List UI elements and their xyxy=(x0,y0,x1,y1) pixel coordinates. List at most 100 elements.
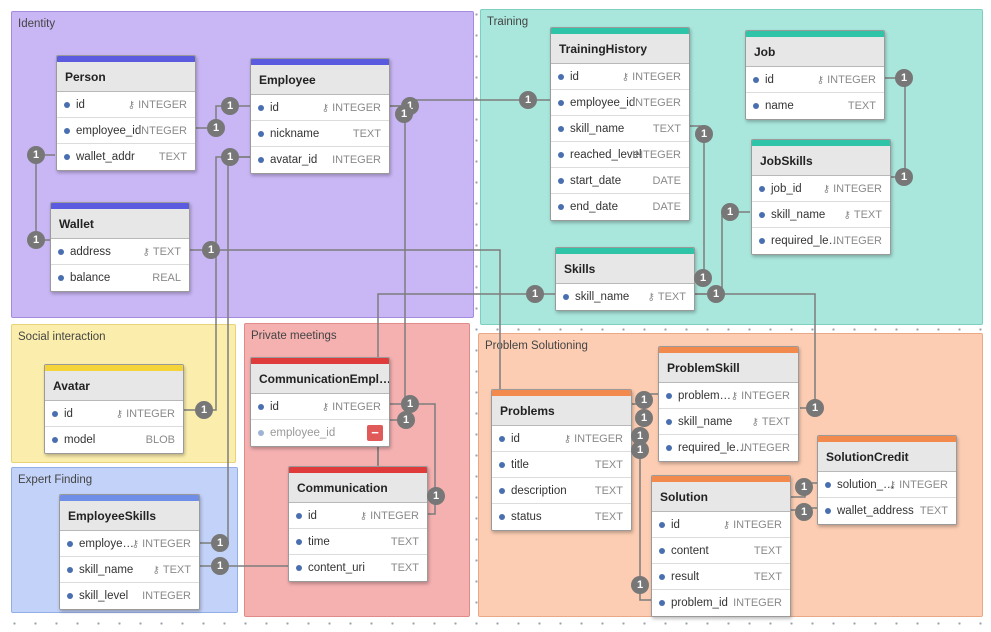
table-name[interactable]: JobSkills xyxy=(752,146,890,176)
table-name[interactable]: Avatar xyxy=(45,371,183,401)
field-row[interactable]: job_id⚷INTEGER xyxy=(752,176,890,202)
field-row[interactable]: required_le…INTEGER xyxy=(659,435,798,461)
field-row[interactable]: skill_name⚷TEXT xyxy=(659,409,798,435)
relationship-cardinality-badge[interactable]: 1 xyxy=(211,534,229,552)
field-row[interactable]: id⚷INTEGER xyxy=(652,512,790,538)
relationship-cardinality-badge[interactable]: 1 xyxy=(631,576,649,594)
relationship-cardinality-badge[interactable]: 1 xyxy=(806,399,824,417)
field-row[interactable]: skill_name⚷TEXT xyxy=(60,557,199,583)
remove-field-button[interactable]: − xyxy=(367,425,383,441)
table-name[interactable]: Employee xyxy=(251,65,389,95)
relationship-cardinality-badge[interactable]: 1 xyxy=(207,119,225,137)
field-row[interactable]: employe…⚷INTEGER xyxy=(60,531,199,557)
field-row[interactable]: id⚷INTEGER xyxy=(251,394,389,420)
relationship-cardinality-badge[interactable]: 1 xyxy=(695,125,713,143)
relationship-cardinality-badge[interactable]: 1 xyxy=(427,487,445,505)
field-row[interactable]: id⚷INTEGER xyxy=(551,64,689,90)
table-name[interactable]: Communication xyxy=(289,473,427,503)
table-name[interactable]: TrainingHistory xyxy=(551,34,689,64)
relationship-cardinality-badge[interactable]: 1 xyxy=(631,427,649,445)
table-name[interactable]: Job xyxy=(746,37,884,67)
relationship-cardinality-badge[interactable]: 1 xyxy=(694,269,712,287)
relationship-cardinality-badge[interactable]: 1 xyxy=(635,409,653,427)
relationship-cardinality-badge[interactable]: 1 xyxy=(895,168,913,186)
table-name[interactable]: SolutionCredit xyxy=(818,442,956,472)
relationship-cardinality-badge[interactable]: 1 xyxy=(395,105,413,123)
table-name[interactable]: Solution xyxy=(652,482,790,512)
field-row[interactable]: solution_…⚷INTEGER xyxy=(818,472,956,498)
field-row[interactable]: id⚷INTEGER xyxy=(45,401,183,427)
field-row[interactable]: id⚷INTEGER xyxy=(251,95,389,121)
field-row[interactable]: address⚷TEXT xyxy=(51,239,189,265)
field-row[interactable]: required_le…INTEGER xyxy=(752,228,890,254)
relationship-cardinality-badge[interactable]: 1 xyxy=(27,146,45,164)
table-name[interactable]: ProblemSkill xyxy=(659,353,798,383)
field-row[interactable]: id⚷INTEGER xyxy=(492,426,631,452)
relationship-cardinality-badge[interactable]: 1 xyxy=(721,203,739,221)
table-name[interactable]: EmployeeSkills xyxy=(60,501,199,531)
table-name[interactable]: Wallet xyxy=(51,209,189,239)
field-row[interactable]: id⚷INTEGER xyxy=(57,92,195,118)
field-row[interactable]: skill_name⚷TEXT xyxy=(752,202,890,228)
relationship-cardinality-badge[interactable]: 1 xyxy=(221,97,239,115)
relationship-cardinality-badge[interactable]: 1 xyxy=(397,411,415,429)
field-row[interactable]: id⚷INTEGER xyxy=(746,67,884,93)
relationship-cardinality-badge[interactable]: 1 xyxy=(401,395,419,413)
relationship-cardinality-badge[interactable]: 1 xyxy=(519,91,537,109)
relationship-cardinality-badge[interactable]: 1 xyxy=(795,503,813,521)
table-name[interactable]: Problems xyxy=(492,396,631,426)
relationship-cardinality-badge[interactable]: 1 xyxy=(195,401,213,419)
table-name[interactable]: CommunicationEmpl… xyxy=(251,364,389,394)
relationship-cardinality-badge[interactable]: 1 xyxy=(211,557,229,575)
relationship-cardinality-badge[interactable]: 1 xyxy=(631,441,649,459)
relationship-cardinality-badge[interactable]: 1 xyxy=(795,478,813,496)
relationship-cardinality-badge[interactable]: 1 xyxy=(707,285,725,303)
table-name[interactable]: Skills xyxy=(556,254,694,284)
relationship-cardinality-badge[interactable]: 1 xyxy=(895,69,913,87)
field-row[interactable]: problem…⚷INTEGER xyxy=(659,383,798,409)
relationship-cardinality-badge[interactable]: 1 xyxy=(27,231,45,249)
field-row[interactable]: id⚷INTEGER xyxy=(289,503,427,529)
relationship-cardinality-badge[interactable]: 1 xyxy=(526,285,544,303)
relationship-cardinality-badge[interactable]: 1 xyxy=(202,241,220,259)
relationship-cardinality-badge[interactable]: 1 xyxy=(221,148,239,166)
field-row[interactable]: skill_name⚷TEXT xyxy=(556,284,694,310)
relationship-cardinality-badge[interactable]: 1 xyxy=(635,391,653,409)
